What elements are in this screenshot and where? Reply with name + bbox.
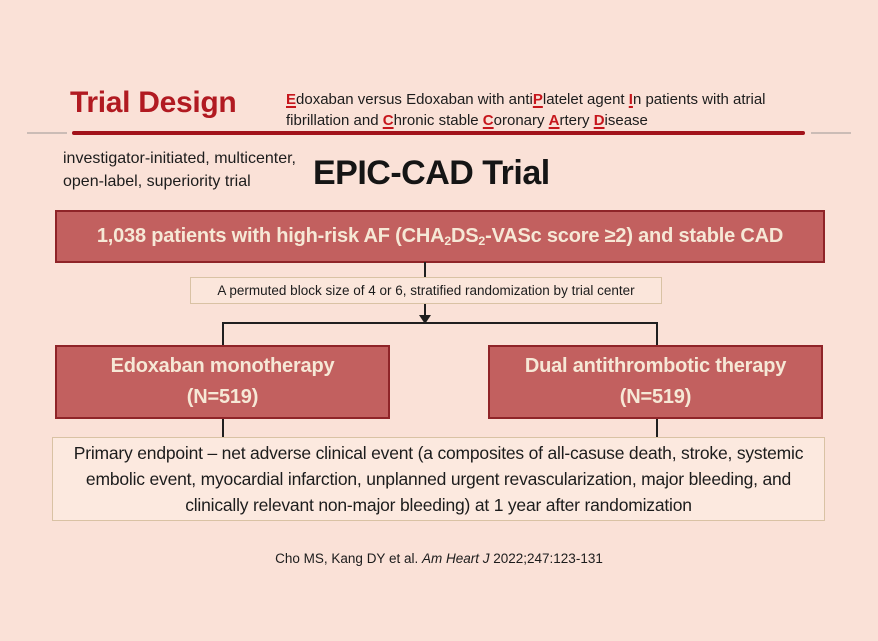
arm-box-dual-antithrombotic: Dual antithrombotic therapy (N=519) <box>488 345 823 419</box>
page-title: Trial Design <box>70 86 237 119</box>
randomization-text: A permuted block size of 4 or 6, stratif… <box>217 283 635 298</box>
arm-box-edoxaban-monotherapy: Edoxaban monotherapy (N=519) <box>55 345 390 419</box>
connector-drop-right-arm <box>656 322 658 345</box>
connector-split-horizontal <box>222 322 658 324</box>
connector-randomization-arrow-stem <box>424 304 426 317</box>
arm-right-name: Dual antithrombotic therapy <box>524 355 787 377</box>
enrollment-box: 1,038 patients with high-risk AF (CHA2DS… <box>55 210 825 263</box>
primary-endpoint-box: Primary endpoint – net adverse clinical … <box>52 437 825 521</box>
connector-left-arm-to-endpoint <box>222 419 224 437</box>
arm-right-n: (N=519) <box>619 386 692 408</box>
arrow-down-icon <box>419 315 431 324</box>
divider-gray-right <box>811 132 851 134</box>
trial-type-line-1: investigator-initiated, multicenter, <box>63 150 296 167</box>
arm-left-name: Edoxaban monotherapy <box>110 355 335 377</box>
divider-gray-left <box>27 132 67 134</box>
citation: Cho MS, Kang DY et al. Am Heart J 2022;2… <box>275 551 603 566</box>
connector-drop-left-arm <box>222 322 224 345</box>
connector-right-arm-to-endpoint <box>656 419 658 437</box>
arm-left-n: (N=519) <box>186 386 259 408</box>
randomization-box: A permuted block size of 4 or 6, stratif… <box>190 277 662 304</box>
trial-acronym-subtitle: Edoxaban versus Edoxaban with antiPlatel… <box>286 91 766 129</box>
title-underline-rule <box>72 131 805 135</box>
enrollment-text: 1,038 patients with high-risk AF (CHA2DS… <box>96 225 784 249</box>
trial-name-heading: EPIC-CAD Trial <box>313 154 550 192</box>
primary-endpoint-text: Primary endpoint – net adverse clinical … <box>73 442 804 516</box>
connector-enrollment-to-randomization <box>424 262 426 278</box>
trial-type-line-2: open-label, superiority trial <box>63 173 251 191</box>
trial-type-description: investigator-initiated, multicenter, ope… <box>63 147 296 193</box>
